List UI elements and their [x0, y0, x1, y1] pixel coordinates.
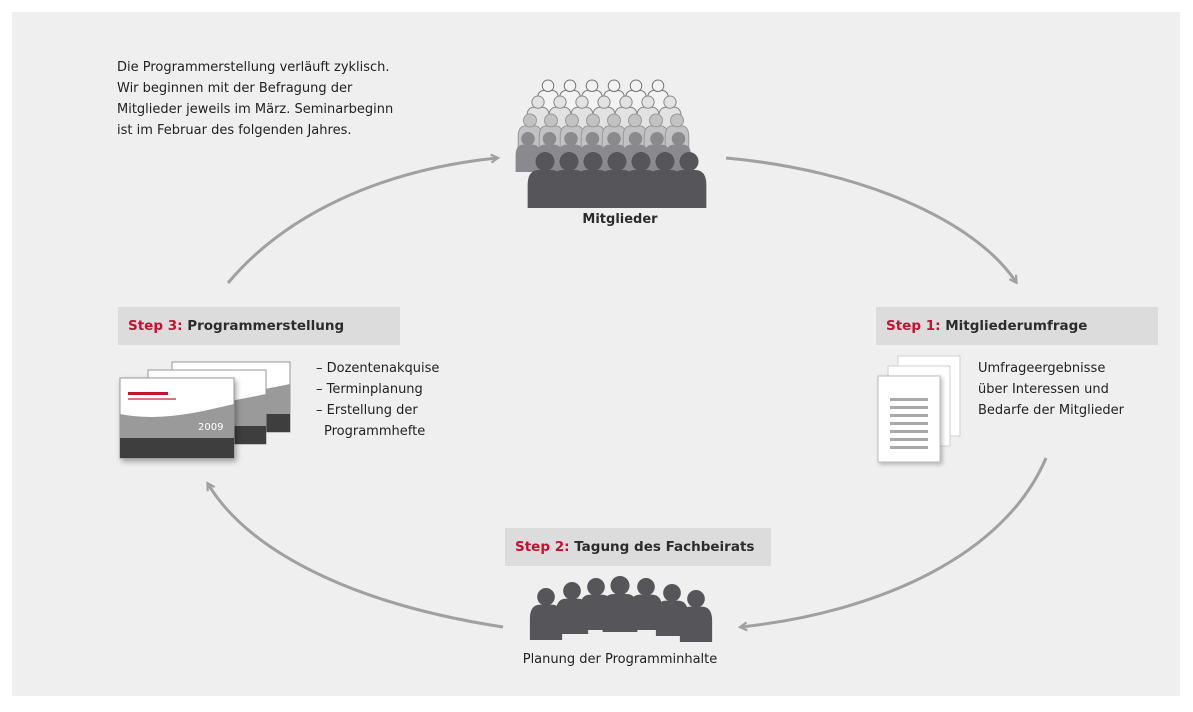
person-head: [586, 113, 600, 128]
person-head: [585, 132, 600, 146]
person-silhouette: [671, 170, 707, 208]
person-head: [607, 152, 627, 172]
step1-line: Umfrageergebnisse: [978, 361, 1106, 376]
step1-title: Mitgliederumfrage: [945, 318, 1088, 334]
survey-documents-icon: [877, 355, 961, 463]
person-head: [607, 132, 621, 146]
person-head: [663, 95, 677, 109]
step1-line: über Interessen und: [978, 382, 1109, 397]
person-head: [687, 590, 705, 608]
person-head: [628, 132, 643, 146]
person-silhouette: [629, 594, 663, 630]
person-head: [629, 79, 643, 93]
person-head: [628, 113, 642, 128]
members-crowd-icon: [515, 79, 707, 208]
step3-task: – Terminplanung: [316, 382, 423, 397]
person-head: [559, 152, 579, 172]
person-head: [563, 79, 577, 93]
person-silhouette: [515, 144, 541, 172]
step1-label: Step 1: Mitgliederumfrage: [876, 307, 1158, 345]
person-silhouette: [602, 594, 638, 632]
person-head: [655, 152, 675, 172]
person-head: [649, 113, 663, 128]
person-head: [597, 95, 611, 109]
arrow-mitglieder-to-step1: [725, 156, 1016, 282]
person-head: [537, 588, 555, 606]
person-head: [607, 113, 621, 128]
person-head: [541, 79, 555, 93]
person-head: [663, 584, 681, 602]
person-head: [531, 95, 545, 109]
arrow-step2-to-step3: [208, 484, 504, 629]
person-head: [650, 132, 664, 146]
step3-task: – Dozentenakquise: [316, 361, 440, 376]
step1-prefix: Step 1:: [886, 318, 941, 334]
person-head: [583, 152, 603, 172]
person-head: [610, 576, 630, 596]
person-head: [535, 152, 555, 172]
step3-title: Programmerstellung: [187, 318, 345, 334]
person-head: [521, 132, 535, 146]
step3-prefix: Step 3:: [128, 318, 183, 334]
step2-label: Step 2: Tagung des Fachbeirats: [505, 528, 771, 566]
arrow-step3-to-mitglieder: [226, 158, 497, 284]
person-head: [523, 113, 537, 128]
booklet-year: 2009: [198, 422, 223, 433]
intro-text: Die Programmerstellung verläuft zyklisch…: [117, 57, 437, 141]
intro-line: Wir beginnen mit der Befragung der: [117, 81, 353, 96]
person-head: [607, 79, 621, 93]
person-head: [670, 113, 684, 128]
person-head: [565, 113, 579, 128]
members-title: Mitglieder: [582, 212, 658, 227]
person-silhouette: [679, 606, 713, 642]
step2-title: Tagung des Fachbeirats: [574, 539, 755, 555]
intro-line: Mitglieder jeweils im März. Seminarbegin…: [117, 102, 394, 117]
person-head: [544, 113, 558, 128]
step2-caption: Planung der Programminhalte: [522, 652, 718, 667]
person-head: [564, 132, 578, 146]
person-head: [563, 582, 581, 600]
person-silhouette: [529, 604, 563, 640]
program-booklets-icon: 2009: [119, 361, 291, 459]
person-head: [619, 95, 633, 109]
person-head: [679, 152, 699, 172]
person-head: [641, 95, 655, 109]
step3-label: Step 3: Programmerstellung: [118, 307, 400, 345]
person-head: [587, 578, 605, 596]
person-head: [671, 132, 686, 146]
step2-prefix: Step 2:: [515, 539, 570, 555]
person-head: [631, 152, 651, 172]
person-head: [585, 79, 599, 93]
step3-task: Programmhefte: [324, 424, 426, 439]
step3-task-list: – Dozentenakquise – Terminplanung – Erst…: [316, 358, 439, 442]
advisory-board-icon: [529, 576, 713, 642]
person-head: [542, 132, 557, 146]
intro-line: Die Programmerstellung verläuft zyklisch…: [117, 60, 390, 75]
step3-task: – Erstellung der: [316, 403, 418, 418]
step1-line: Bedarfe der Mitglieder: [978, 403, 1124, 418]
person-head: [637, 578, 655, 596]
person-head: [553, 95, 567, 109]
arrow-step1-to-step2: [741, 457, 1048, 627]
person-head: [651, 79, 665, 93]
intro-line: ist im Februar des folgenden Jahres.: [117, 123, 352, 138]
person-head: [575, 95, 589, 109]
step1-description: Umfrageergebnisse über Interessen und Be…: [978, 358, 1124, 421]
